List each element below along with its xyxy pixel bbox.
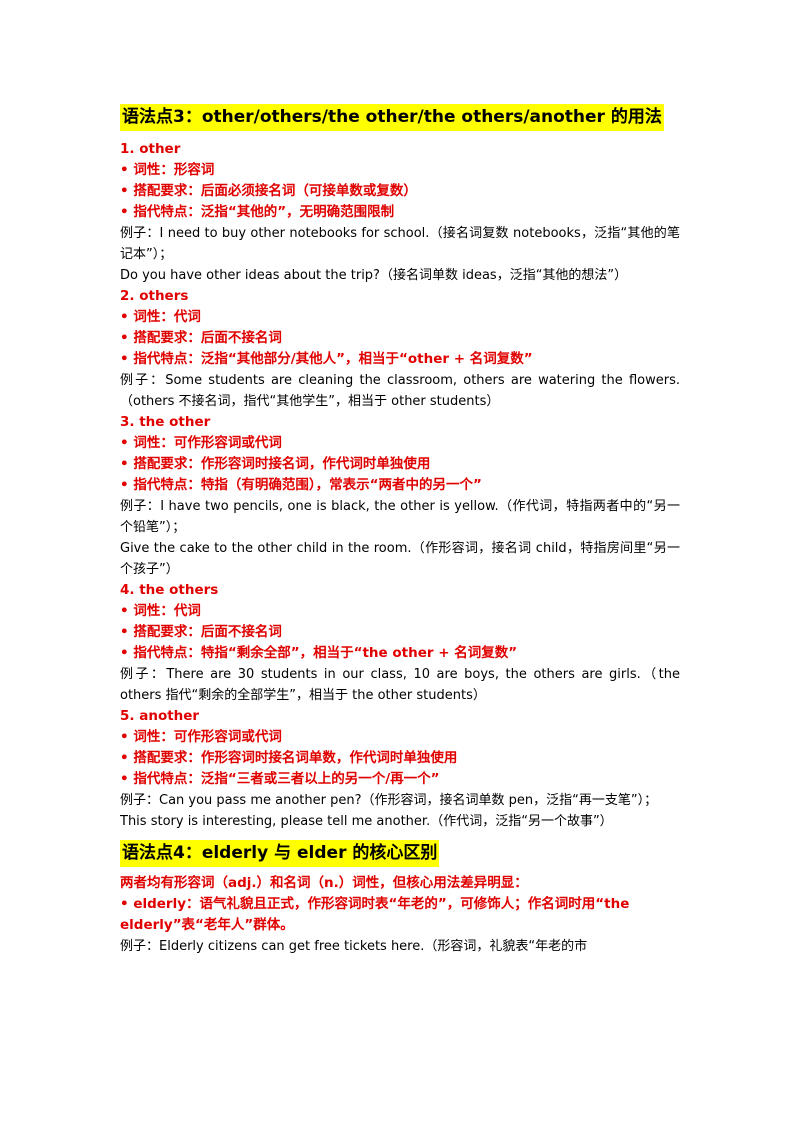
grammar-item: 3. the other • 词性：可作形容词或代词 • 搭配要求：作形容词时接…	[120, 412, 680, 580]
item-title: 2. others	[120, 288, 189, 304]
item-point: • 搭配要求：作形容词时接名词，作代词时单独使用	[120, 456, 431, 472]
example-text: 例子：I have two pencils, one is black, the…	[120, 499, 680, 535]
item-point: • 词性：可作形容词或代词	[120, 435, 282, 451]
example-text: 例子：I need to buy other notebooks for sch…	[120, 226, 680, 262]
item-point: • 搭配要求：作形容词时接名词单数，作代词时单独使用	[120, 750, 458, 766]
item-point: • 搭配要求：后面不接名词	[120, 624, 282, 640]
example-text: 例子：Elderly citizens can get free tickets…	[120, 939, 588, 954]
item-point: • 搭配要求：后面不接名词	[120, 330, 282, 346]
item-title: 4. the others	[120, 582, 219, 598]
item-point: • 指代特点：泛指“其他部分/其他人”，相当于“other + 名词复数”	[120, 351, 533, 367]
item-point: • 指代特点：泛指“三者或三者以上的另一个/再一个”	[120, 771, 440, 787]
grammar-item: 4. the others • 词性：代词 • 搭配要求：后面不接名词 • 指代…	[120, 580, 680, 706]
item-point: • 指代特点：特指（有明确范围），常表示“两者中的另一个”	[120, 477, 482, 493]
item-point: • 词性：代词	[120, 603, 201, 619]
item-point: • 词性：代词	[120, 309, 201, 325]
section-intro: 两者均有形容词（adj.）和名词（n.）词性，但核心用法差异明显：	[120, 875, 528, 891]
document-content: 语法点3：other/others/the other/the others/a…	[120, 104, 680, 957]
item-title: 1. other	[120, 141, 181, 157]
item-point: • 搭配要求：后面必须接名词（可接单数或复数）	[120, 183, 417, 199]
grammar-item: 5. another • 词性：可作形容词或代词 • 搭配要求：作形容词时接名词…	[120, 706, 680, 832]
item-point: • 词性：可作形容词或代词	[120, 729, 282, 745]
section-heading: 语法点4：elderly 与 elder 的核心区别	[120, 840, 440, 867]
item-point: • elderly：语气礼貌且正式，作形容词时表“年老的”，可修饰人；作名词时用…	[120, 896, 630, 933]
example-text: 例子：Can you pass me another pen?（作形容词，接名词…	[120, 793, 658, 808]
grammar-item: 2. others • 词性：代词 • 搭配要求：后面不接名词 • 指代特点：泛…	[120, 286, 680, 412]
section-heading: 语法点3：other/others/the other/the others/a…	[120, 104, 664, 131]
example-text: This story is interesting, please tell m…	[120, 814, 613, 829]
item-point: • 指代特点：泛指“其他的”，无明确范围限制	[120, 204, 395, 220]
item-title: 5. another	[120, 708, 200, 724]
example-text: 例子：Some students are cleaning the classr…	[120, 373, 680, 409]
item-point: • 词性：形容词	[120, 162, 215, 178]
example-text: 例子：There are 30 students in our class, 1…	[120, 667, 680, 703]
item-title: 3. the other	[120, 414, 211, 430]
grammar-item: 1. other • 词性：形容词 • 搭配要求：后面必须接名词（可接单数或复数…	[120, 139, 680, 286]
item-point: • 指代特点：特指“剩余全部”，相当于“the other + 名词复数”	[120, 645, 518, 661]
example-text: Do you have other ideas about the trip?（…	[120, 268, 628, 283]
example-text: Give the cake to the other child in the …	[120, 541, 680, 577]
